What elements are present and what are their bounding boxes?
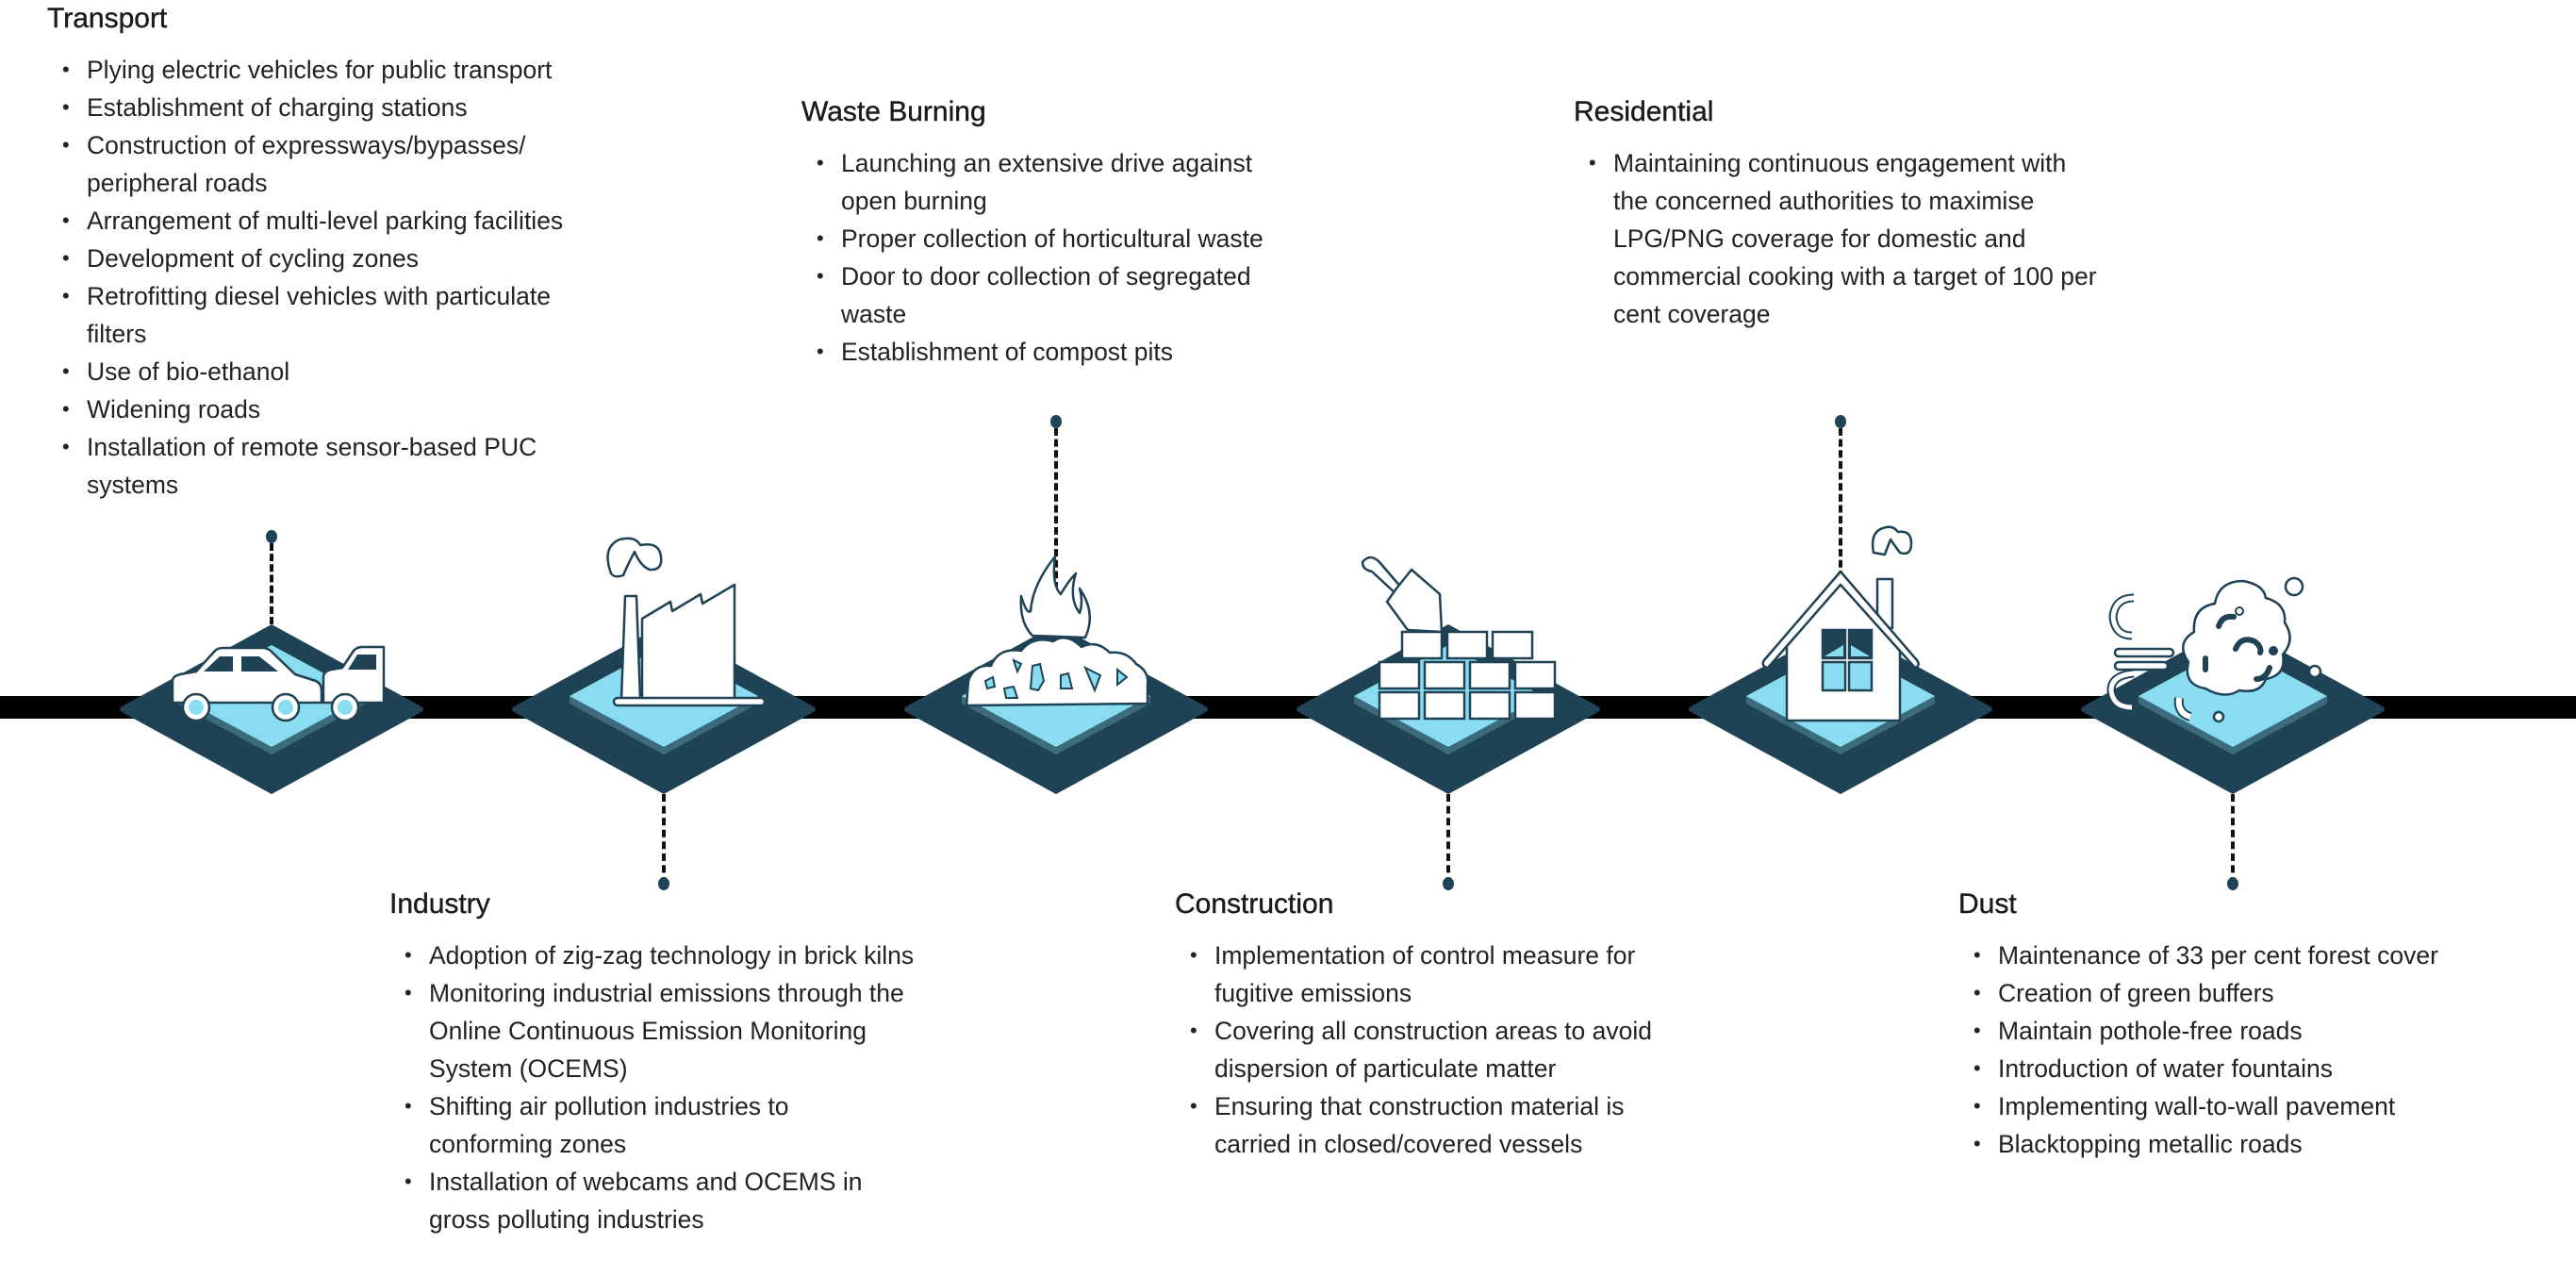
connector-line: [1839, 428, 1846, 622]
list-item: Development of cycling zones: [47, 240, 613, 277]
list-item: Implementing wall-to-wall pavement: [1958, 1087, 2562, 1125]
connector-dot: [2227, 877, 2238, 890]
section-title: Waste Burning: [801, 96, 986, 127]
bricks-trowel-icon: [1361, 556, 1557, 721]
list-item: Adoption of zig-zag technology in brick …: [389, 937, 917, 974]
list-item: Proper collection of horticultural waste: [801, 220, 1311, 257]
list-item: Installation of remote sensor-based PUC …: [47, 428, 613, 504]
connector-line: [1054, 428, 1062, 622]
section-construction: Construction Implementation of control m…: [1175, 886, 1703, 1163]
list-item: Installation of webcams and OCEMS in gro…: [389, 1163, 917, 1238]
section-residential: Residential Maintaining continuous engag…: [1574, 93, 2102, 333]
section-title: Dust: [1958, 888, 2017, 920]
list-item: Introduction of water fountains: [1958, 1050, 2562, 1087]
list-item: Establishment of compost pits: [801, 333, 1311, 371]
factory-icon: [606, 537, 767, 707]
section-title: Residential: [1574, 96, 1714, 127]
burning-waste-icon: [965, 555, 1149, 707]
list-item: Blacktopping metallic roads: [1958, 1125, 2562, 1163]
connector-dot: [1835, 415, 1846, 428]
list-item: Construction of expressways/bypasses/ pe…: [47, 126, 613, 202]
node-dust: [2077, 576, 2388, 796]
dust-cloud-icon: [2106, 576, 2322, 723]
section-transport: Transport Plying electric vehicles for p…: [47, 0, 613, 504]
list-item: Widening roads: [47, 390, 613, 428]
list-item: Implementation of control measure for fu…: [1175, 937, 1703, 1012]
list-item: Ensuring that construction material is c…: [1175, 1087, 1703, 1163]
bullet-list: Maintaining continuous engagement with t…: [1574, 144, 2102, 333]
node-residential: [1685, 525, 1996, 796]
connector-dot: [1443, 877, 1454, 890]
connector-line: [1446, 794, 1454, 885]
list-item: Launching an extensive drive against ope…: [801, 144, 1311, 220]
node-transport: [116, 622, 427, 796]
list-item: Arrangement of multi-level parking facil…: [47, 202, 613, 240]
bullet-list: Adoption of zig-zag technology in brick …: [389, 937, 917, 1238]
section-title: Industry: [389, 888, 490, 920]
section-industry: Industry Adoption of zig-zag technology …: [389, 886, 917, 1238]
list-item: Maintaining continuous engagement with t…: [1574, 144, 2102, 333]
list-item: Maintenance of 33 per cent forest cover: [1958, 937, 2562, 974]
connector-dot: [1050, 415, 1062, 428]
node-construction: [1293, 556, 1604, 796]
section-dust: Dust Maintenance of 33 per cent forest c…: [1958, 886, 2562, 1163]
bullet-list: Implementation of control measure for fu…: [1175, 937, 1703, 1163]
section-title: Construction: [1175, 888, 1334, 920]
connector-dot: [266, 530, 277, 543]
node-industry: [508, 537, 819, 796]
bullet-list: Launching an extensive drive against ope…: [801, 144, 1311, 371]
list-item: Establishment of charging stations: [47, 89, 613, 126]
connector-dot: [658, 877, 669, 890]
node-waste-burning: [900, 555, 1212, 796]
connector-line: [2231, 794, 2238, 885]
bullet-list: Maintenance of 33 per cent forest cover …: [1958, 937, 2562, 1163]
section-waste-burning: Waste Burning Launching an extensive dri…: [801, 93, 1311, 371]
connector-line: [270, 543, 277, 624]
connector-line: [662, 794, 669, 885]
vehicles-icon: [171, 645, 386, 722]
bullet-list: Plying electric vehicles for public tran…: [47, 51, 613, 504]
list-item: Use of bio-ethanol: [47, 353, 613, 390]
list-item: Creation of green buffers: [1958, 974, 2562, 1012]
section-title: Transport: [47, 3, 168, 34]
list-item: Plying electric vehicles for public tran…: [47, 51, 613, 89]
list-item: Maintain pothole-free roads: [1958, 1012, 2562, 1050]
list-item: Retrofitting diesel vehicles with partic…: [47, 277, 613, 353]
list-item: Covering all construction areas to avoid…: [1175, 1012, 1703, 1087]
list-item: Monitoring industrial emissions through …: [389, 974, 917, 1087]
list-item: Door to door collection of segregated wa…: [801, 257, 1311, 333]
house-icon: [1761, 525, 1920, 722]
list-item: Shifting air pollution industries to con…: [389, 1087, 917, 1163]
